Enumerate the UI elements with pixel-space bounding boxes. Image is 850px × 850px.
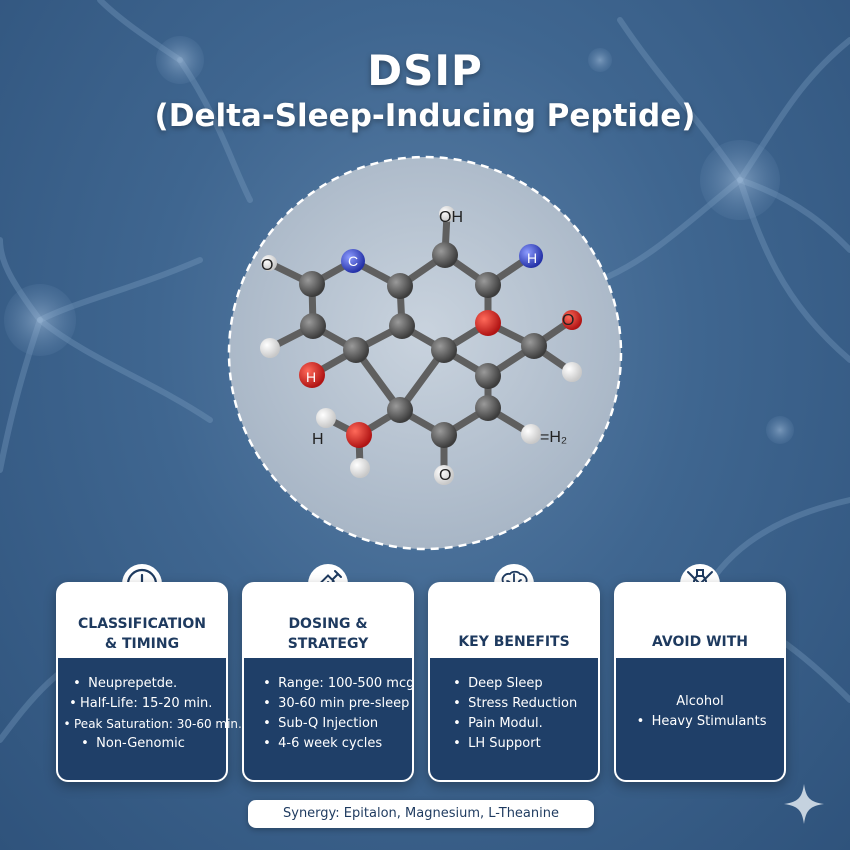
dosing-card: DOSING & STRATEGY • Range: 100-500 mcg •… <box>242 582 414 782</box>
atom <box>521 333 547 359</box>
list-item: • Deep Sleep <box>453 676 543 691</box>
card-title: KEY BENEFITS <box>458 634 570 650</box>
list-item: • Sub-Q Injection <box>263 716 379 731</box>
page-title: DSIP <box>367 46 483 95</box>
atom <box>475 363 501 389</box>
atom <box>316 408 336 428</box>
atom-label: O <box>261 257 273 274</box>
atom <box>299 271 325 297</box>
atom <box>387 273 413 299</box>
atom <box>562 362 582 382</box>
atom <box>389 313 415 339</box>
atom-label: H <box>312 431 324 448</box>
atom-label: =H₂ <box>540 429 567 446</box>
card-title: & TIMING <box>104 636 180 652</box>
atom-label: H <box>527 250 537 266</box>
atom-label: OH <box>439 209 463 226</box>
atom <box>439 206 455 222</box>
avoid-card: AVOID WITH Alcohol • Heavy Stimulants <box>614 582 786 782</box>
synergy-banner: Synergy: Epitalon, Magnesium, L-Theanine <box>248 800 594 828</box>
atom <box>431 422 457 448</box>
list-item: • LH Support <box>453 736 541 751</box>
card-title: STRATEGY <box>287 636 369 652</box>
atom <box>343 337 369 363</box>
list-item: Alcohol <box>676 694 724 709</box>
classification-card: CLASSIFICATION & TIMING • Neuprepetde. •… <box>56 582 242 782</box>
card-body: • Range: 100-500 mcg • 30-60 min pre-sle… <box>244 658 415 780</box>
atom <box>261 255 277 271</box>
sparkle-icon <box>784 784 824 824</box>
atom <box>341 249 365 273</box>
atom <box>299 362 325 388</box>
list-item: •Peak Saturation: 30-60 min. <box>63 717 242 731</box>
atom <box>475 395 501 421</box>
card-title: AVOID WITH <box>652 634 748 650</box>
benefits-card: KEY BENEFITS • Deep Sleep • Stress Reduc… <box>428 582 600 782</box>
atom <box>562 310 582 330</box>
atom <box>431 337 457 363</box>
atom <box>300 313 326 339</box>
card-body: • Neuprepetde. •Half-Life: 15-20 min. •P… <box>58 658 242 780</box>
atom <box>475 272 501 298</box>
list-item: • Range: 100-500 mcg <box>263 676 415 691</box>
list-item: • Neuprepetde. <box>73 676 178 691</box>
atom-label: O <box>439 467 451 484</box>
atom-label: H <box>306 369 316 385</box>
atom <box>432 242 458 268</box>
page-subtitle: (Delta-Sleep-Inducing Peptide) <box>154 98 696 134</box>
list-item: • Heavy Stimulants <box>636 714 767 729</box>
atom <box>434 465 454 485</box>
atom <box>519 244 543 268</box>
atom <box>475 310 501 336</box>
molecule-illustration: OH O C H O H H =H₂ O <box>227 155 623 551</box>
list-item: • Pain Modul. <box>453 716 543 731</box>
list-item: • Stress Reduction <box>453 696 578 711</box>
card-title: CLASSIFICATION <box>78 616 206 632</box>
card-body: Alcohol • Heavy Stimulants <box>616 658 784 780</box>
card-body: • Deep Sleep • Stress Reduction • Pain M… <box>430 658 598 780</box>
atom <box>350 458 370 478</box>
atom <box>387 397 413 423</box>
atom-label: C <box>348 253 358 269</box>
list-item: • Non-Genomic <box>81 736 185 751</box>
atom <box>260 338 280 358</box>
atom-label: O <box>562 312 574 329</box>
list-item: •Half-Life: 15-20 min. <box>69 696 213 711</box>
list-item: • 4-6 week cycles <box>263 736 383 751</box>
list-item: • 30-60 min pre-sleep <box>263 696 410 711</box>
atom <box>521 424 541 444</box>
card-title: DOSING & <box>288 616 368 632</box>
atom <box>346 422 372 448</box>
